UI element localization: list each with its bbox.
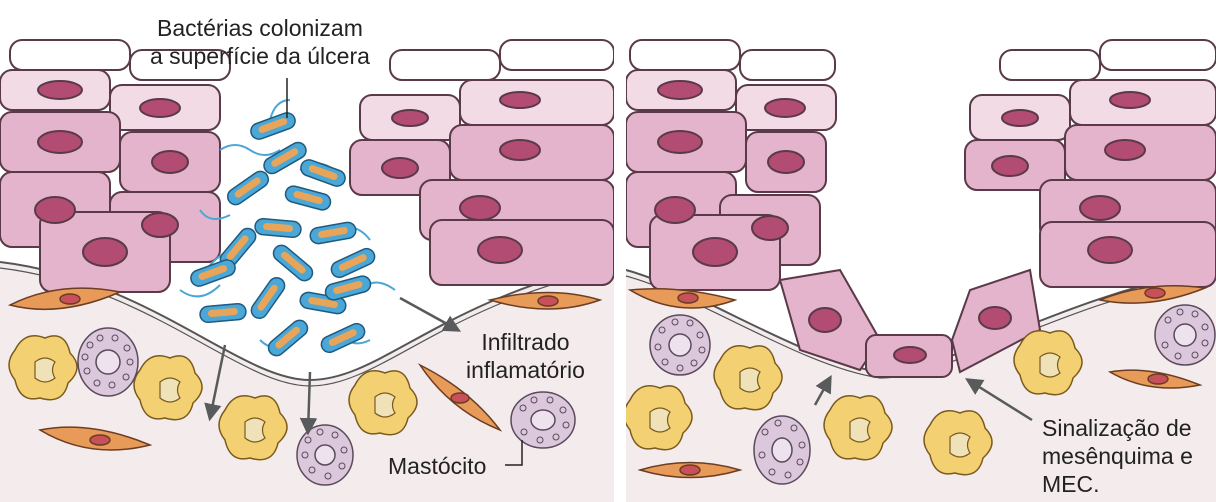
panel-divider	[614, 0, 626, 502]
mastocito-label: Mastócito	[388, 452, 486, 480]
sinalizacao-label-line1: Sinalização de	[1042, 414, 1193, 442]
infiltrado-label: Infiltrado inflamatório	[466, 328, 585, 384]
infiltrado-label-line2: inflamatório	[466, 356, 585, 384]
bacteria-label-line1: Bactérias colonizam	[150, 14, 370, 42]
sinalizacao-label: Sinalização de mesênquima e MEC.	[1042, 414, 1193, 498]
sinalizacao-label-line3: MEC.	[1042, 470, 1193, 498]
left-panel	[0, 40, 614, 502]
bacteria-label: Bactérias colonizam a superfície da úlce…	[150, 14, 370, 70]
sinalizacao-label-line2: mesênquima e	[1042, 442, 1193, 470]
infiltrado-label-line1: Infiltrado	[466, 328, 585, 356]
bacteria-label-line2: a superfície da úlcera	[150, 42, 370, 70]
